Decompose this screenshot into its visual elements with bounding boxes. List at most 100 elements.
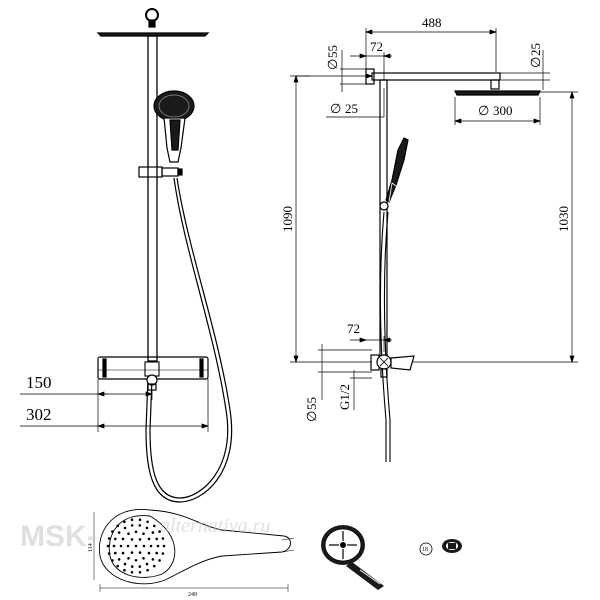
nozzle-dot <box>134 530 138 534</box>
side-dimension-lines <box>290 28 578 410</box>
dim-dia-300: ∅ 300 <box>478 103 513 118</box>
shower-hose <box>149 177 229 499</box>
hand-shower-front <box>153 90 195 163</box>
nozzle-dot <box>116 524 119 528</box>
svg-text:∅: ∅ <box>304 411 319 422</box>
nozzle-dot <box>126 544 130 548</box>
nozzle-dot <box>130 571 134 574</box>
nozzle-dot <box>130 518 134 521</box>
dim-1030: 1030 <box>556 206 571 232</box>
nozzle-dot <box>111 559 114 562</box>
nozzle-dot <box>138 518 142 521</box>
nozzle-dot <box>134 544 138 548</box>
svg-text:∅: ∅ <box>528 57 543 68</box>
nozzle-dot <box>162 544 166 548</box>
nozzle-dot <box>121 537 125 541</box>
nozzle-dot <box>117 531 121 534</box>
svg-text:25: 25 <box>528 43 543 56</box>
nozzle-dot <box>145 562 149 566</box>
nozzle-dot <box>123 562 127 566</box>
dim-dia-55-bottom: ∅ 55 <box>304 397 319 422</box>
dim-72-bottom: 72 <box>347 321 360 336</box>
nozzle-dot <box>161 552 165 555</box>
nozzle-dot <box>119 544 123 548</box>
nozzle-dot <box>123 526 127 530</box>
nozzle-dot <box>142 532 145 535</box>
watermark-domain: alternativa.ru <box>160 515 271 537</box>
slide-bracket <box>138 166 163 178</box>
nozzle-dot <box>156 544 160 548</box>
nozzle-dot <box>130 538 134 541</box>
hand-shower-detail <box>93 509 295 592</box>
nozzle-dot <box>146 568 149 572</box>
dim-114: 114 <box>88 543 94 552</box>
svg-text:∅: ∅ <box>325 59 340 70</box>
svg-text:25: 25 <box>345 101 358 116</box>
dim-72-top: 72 <box>370 39 383 54</box>
nozzle-dot <box>123 520 126 524</box>
nozzle-dot <box>151 531 155 534</box>
svg-text:∅: ∅ <box>330 101 341 116</box>
nozzle-dot <box>158 530 161 533</box>
nozzle-dot <box>114 537 117 541</box>
thermostatic-mixer <box>97 356 209 391</box>
accessory-part <box>419 539 462 556</box>
rain-head-side <box>454 90 541 96</box>
nozzle-dot <box>142 557 145 560</box>
nozzle-dot <box>155 551 158 555</box>
nozzle-dot <box>145 526 149 530</box>
nozzle-dot <box>130 551 134 554</box>
svg-text:55: 55 <box>304 397 319 410</box>
nozzle-dot <box>138 538 142 541</box>
riser-pipe <box>147 35 158 362</box>
nozzle-dot <box>149 544 153 548</box>
dim-g1-2: G1/2 <box>337 384 352 410</box>
nozzle-dot <box>147 551 151 555</box>
nozzle-dot <box>158 559 161 562</box>
dim-dia-25-left: ∅ 25 <box>330 101 358 116</box>
dim-249: 249 <box>188 592 197 598</box>
dim-302: 302 <box>26 405 52 424</box>
nozzle-dot <box>146 520 149 524</box>
dim-dia-55-top: ∅ 55 <box>325 45 340 70</box>
svg-text:300: 300 <box>493 103 513 118</box>
nozzle-dot <box>107 552 111 555</box>
slide-bracket-knob <box>161 167 179 177</box>
nozzle-dot <box>127 532 130 535</box>
nozzle-dot <box>138 565 142 568</box>
dim-dia-25-right: ∅ 25 <box>528 43 543 68</box>
nozzle-dot <box>117 558 121 561</box>
head-connector <box>490 79 500 90</box>
nozzle-dot <box>130 524 134 527</box>
watermark-brand: MSK- <box>20 520 97 553</box>
nozzle-dot <box>138 524 142 527</box>
nozzle-dot <box>153 524 156 528</box>
hand-shower-perspective <box>321 525 384 590</box>
accessory-label: 18 <box>422 547 428 553</box>
front-dimension-lines <box>20 379 210 432</box>
nozzle-dot <box>121 551 125 555</box>
nozzle-dot <box>153 564 156 568</box>
side-mixer <box>370 354 415 378</box>
nozzle-dot <box>123 568 126 572</box>
hand-shower-nozzles <box>106 518 166 574</box>
nozzle-dot <box>107 537 111 540</box>
front-view <box>20 8 233 503</box>
svg-text:55: 55 <box>325 45 340 58</box>
nozzle-dot <box>106 544 110 548</box>
ring-neck <box>148 19 156 28</box>
shower-arm <box>371 72 501 81</box>
nozzle-dot <box>112 544 116 548</box>
nozzle-dot <box>151 558 155 561</box>
dim-488: 488 <box>422 15 442 30</box>
nozzle-dot <box>155 537 158 541</box>
rain-shower-head <box>96 32 210 37</box>
hanging-ring <box>145 8 159 22</box>
accessory-label-circle <box>419 542 433 556</box>
side-view <box>290 28 578 462</box>
nozzle-dot <box>147 537 151 541</box>
nozzle-dot <box>138 571 142 574</box>
nozzle-dot <box>161 537 165 540</box>
hand-shower-side <box>379 137 409 211</box>
